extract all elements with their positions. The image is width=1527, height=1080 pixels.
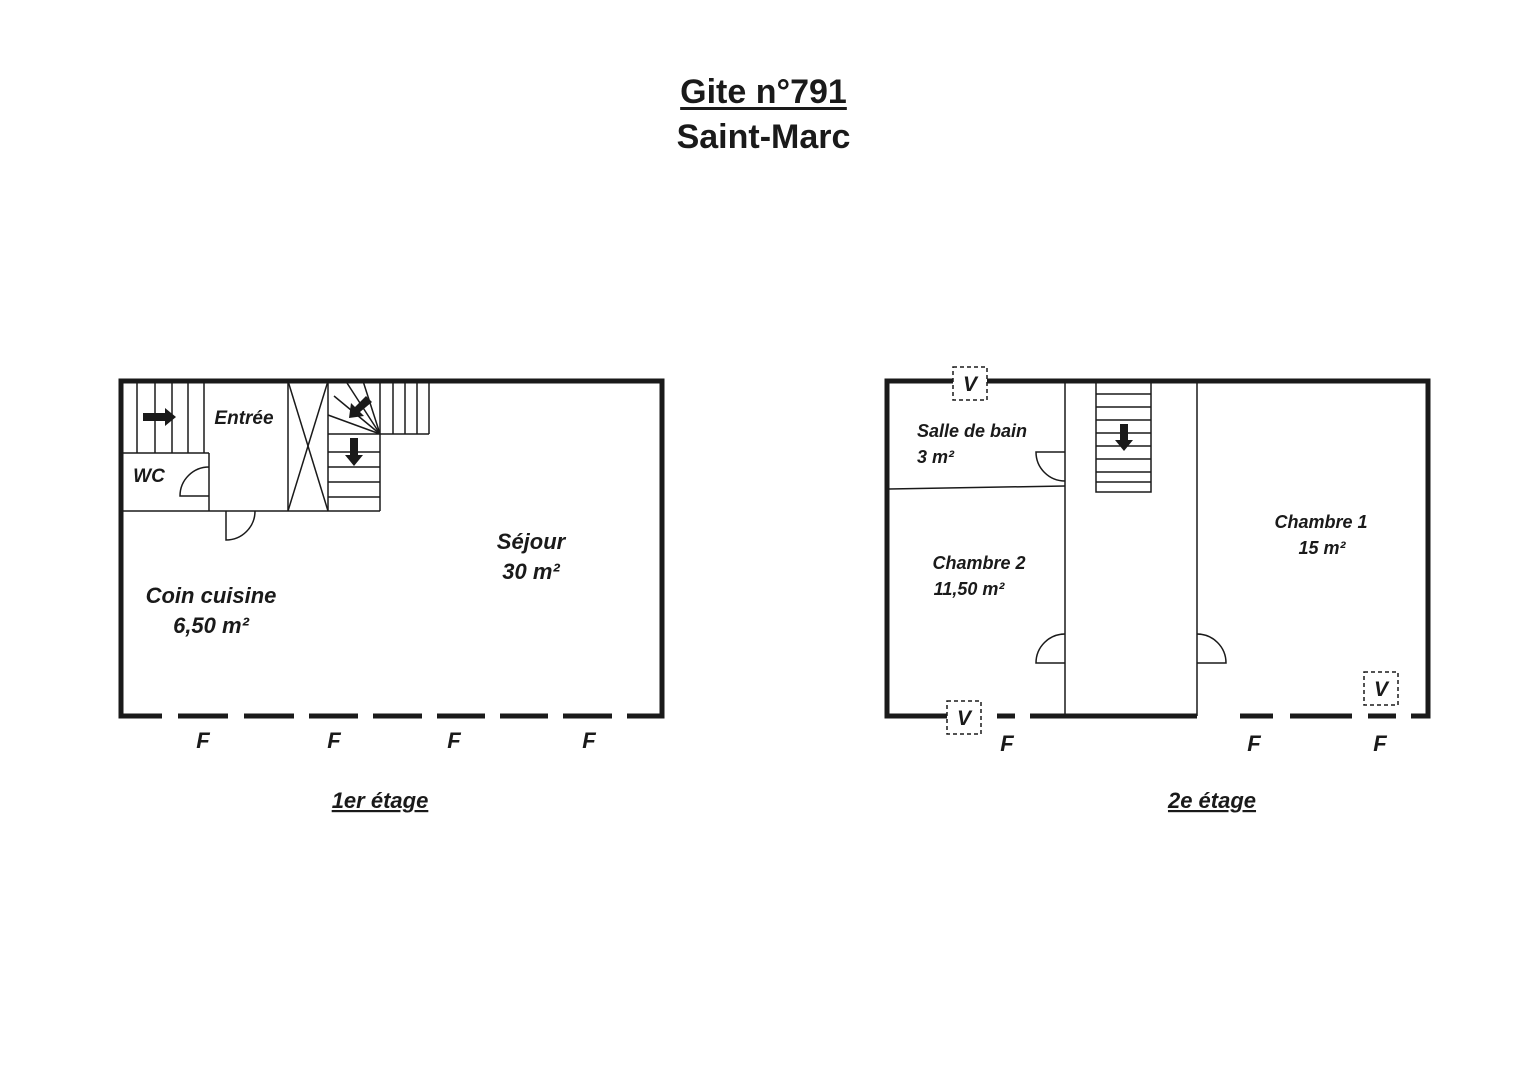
room-area-ch2: 11,50 m² (934, 579, 1006, 599)
room-area-sdb: 3 m² (917, 447, 955, 467)
arrow-down-icon (1115, 424, 1133, 451)
window-label: F (196, 728, 210, 753)
floor-1-walls (118, 378, 665, 719)
room-label-ch2: Chambre 2 (932, 553, 1025, 573)
room-label-sejour: Séjour (497, 529, 567, 554)
floor-2-plan: V V V Salle de bain 3 m² Chambre 2 11,50… (884, 366, 1431, 813)
vent-box (952, 366, 988, 401)
floor-1-arrows (143, 396, 372, 466)
room-area-cuisine: 6,50 m² (173, 613, 249, 638)
window-label: F (447, 728, 461, 753)
arrow-right-icon (143, 408, 176, 426)
floor-2-walls (884, 378, 1431, 719)
vent-box (946, 700, 982, 735)
window-label: F (1373, 731, 1387, 756)
vent-box (1363, 671, 1399, 706)
window-label: F (1247, 731, 1261, 756)
window-label: F (582, 728, 596, 753)
room-area-sejour: 30 m² (502, 559, 560, 584)
vent-markers (946, 366, 1399, 735)
page-subtitle: Saint-Marc (676, 118, 851, 156)
floor-1-plan: Entrée WC Séjour 30 m² Coin cuisine 6,50… (118, 378, 665, 813)
vent-label: V (957, 707, 973, 730)
floor-1-caption: 1er étage (332, 788, 429, 813)
arrow-down-left-icon (349, 396, 372, 418)
room-label-sdb: Salle de bain (917, 421, 1027, 441)
room-label-entree: Entrée (214, 408, 274, 429)
room-label-ch1: Chambre 1 (1274, 512, 1367, 532)
window-label: F (327, 728, 341, 753)
vent-label: V (1374, 678, 1390, 701)
window-label: F (1000, 731, 1014, 756)
title-block: Gite n°791 Saint-Marc (0, 70, 1527, 160)
room-label-cuisine: Coin cuisine (146, 583, 277, 608)
page-title: Gite n°791 (680, 73, 847, 111)
floor-2-interior (886, 380, 1227, 716)
arrow-down-icon (345, 438, 363, 466)
room-area-ch1: 15 m² (1298, 538, 1346, 558)
vent-label: V (963, 373, 979, 396)
room-label-wc: WC (133, 466, 165, 487)
floor-2-arrows (1115, 424, 1133, 451)
floor-2-caption: 2e étage (1167, 788, 1256, 813)
floor-1-interior (121, 380, 430, 541)
